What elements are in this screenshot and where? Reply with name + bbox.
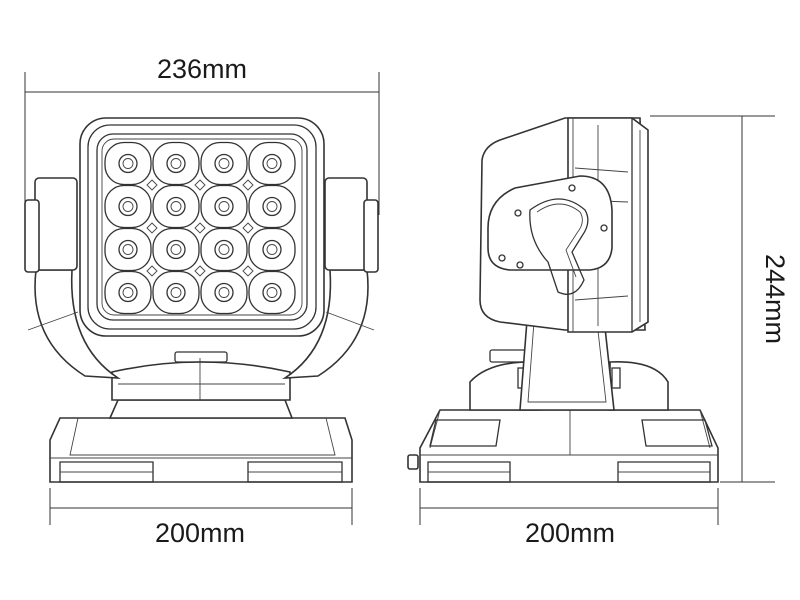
led-grid bbox=[104, 141, 296, 315]
front-yoke bbox=[24, 177, 379, 379]
led-module bbox=[152, 184, 200, 229]
led-spacer bbox=[242, 265, 254, 277]
led-module bbox=[200, 227, 248, 272]
dimension-front-base: 200mm bbox=[49, 488, 353, 548]
side-view: 244mm 200mm bbox=[407, 115, 790, 548]
led-module bbox=[200, 184, 248, 229]
led-spacer bbox=[194, 179, 206, 191]
led-module bbox=[104, 184, 152, 229]
led-spacer bbox=[146, 265, 158, 277]
dimension-label-side-base: 200mm bbox=[525, 518, 615, 548]
led-module bbox=[104, 270, 152, 315]
led-module bbox=[104, 141, 152, 186]
led-module bbox=[200, 141, 248, 186]
led-module bbox=[248, 227, 296, 272]
led-module bbox=[152, 227, 200, 272]
led-module bbox=[152, 270, 200, 315]
dimension-side-base: 200mm bbox=[419, 488, 719, 548]
led-spacer bbox=[194, 265, 206, 277]
led-spacer bbox=[242, 179, 254, 191]
front-base bbox=[49, 351, 353, 483]
front-view: 236mm bbox=[24, 54, 380, 548]
side-housing bbox=[479, 117, 649, 333]
led-module bbox=[152, 141, 200, 186]
led-module bbox=[248, 141, 296, 186]
led-module bbox=[248, 270, 296, 315]
dimension-label-front-base: 200mm bbox=[155, 518, 245, 548]
led-module bbox=[104, 227, 152, 272]
led-module bbox=[248, 184, 296, 229]
dimension-front-width: 236mm bbox=[24, 54, 380, 215]
dimension-side-height: 244mm bbox=[650, 115, 790, 483]
led-spacer bbox=[146, 222, 158, 234]
led-spacer bbox=[146, 179, 158, 191]
front-lamp-housing bbox=[79, 117, 325, 337]
dimension-label-front-width: 236mm bbox=[157, 54, 247, 84]
led-module bbox=[200, 270, 248, 315]
dimension-label-side-height: 244mm bbox=[760, 254, 790, 344]
led-spacer bbox=[194, 222, 206, 234]
led-spacer bbox=[242, 222, 254, 234]
